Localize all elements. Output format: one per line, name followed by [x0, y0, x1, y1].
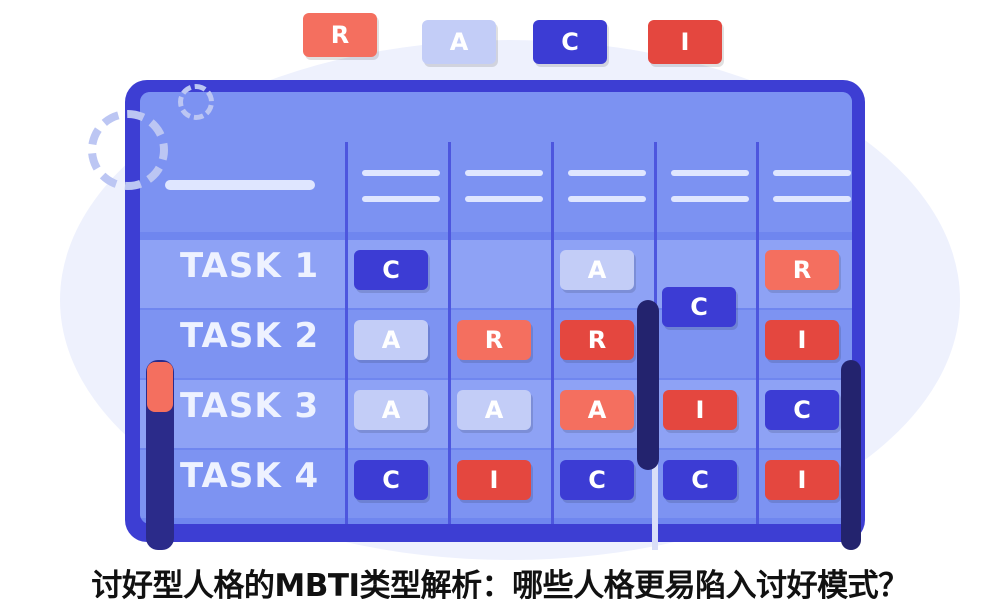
- task-label: TASK 1: [180, 246, 320, 286]
- raci-card: R: [457, 320, 531, 360]
- header-bar: [568, 196, 646, 202]
- raci-card: C: [765, 390, 839, 430]
- column-divider: [756, 142, 759, 524]
- header-bar: [671, 196, 749, 202]
- header-bar: [773, 170, 851, 176]
- header-bar: [362, 196, 440, 202]
- raci-card: R: [560, 320, 634, 360]
- held-card: C: [662, 287, 736, 327]
- top-card-a: A: [422, 20, 496, 64]
- raci-card: I: [765, 320, 839, 360]
- raci-card: I: [765, 460, 839, 500]
- raci-card: I: [663, 390, 737, 430]
- page-title: 讨好型人格的MBTI类型解析：哪些人格更易陷入讨好模式？: [91, 568, 909, 604]
- top-card-c: C: [533, 20, 607, 64]
- header-bar: [362, 170, 440, 176]
- task-label: TASK 3: [180, 386, 320, 426]
- raci-card: A: [354, 390, 428, 430]
- header-bar: [671, 170, 749, 176]
- raci-card: C: [354, 250, 428, 290]
- raci-card: A: [457, 390, 531, 430]
- header-bar: [465, 196, 543, 202]
- header-bar: [165, 180, 315, 190]
- raci-card: C: [354, 460, 428, 500]
- header-bar: [465, 170, 543, 176]
- gear-icon: [88, 110, 168, 190]
- gear-icon: [178, 84, 214, 120]
- header-bar: [568, 170, 646, 176]
- raci-card: A: [354, 320, 428, 360]
- man-holding-card: [841, 360, 861, 550]
- raci-card: A: [560, 390, 634, 430]
- column-divider: [448, 142, 451, 524]
- grid-header: [140, 92, 852, 232]
- task-label: TASK 2: [180, 316, 320, 356]
- man-on-ladder: [637, 300, 659, 470]
- woman-top: [147, 362, 173, 412]
- raci-card: R: [765, 250, 839, 290]
- task-label: TASK 4: [180, 456, 320, 496]
- header-bar: [773, 196, 851, 202]
- raci-card: A: [560, 250, 634, 290]
- column-divider: [551, 142, 554, 524]
- top-card-i: I: [648, 20, 722, 64]
- raci-card: I: [457, 460, 531, 500]
- top-card-r: R: [303, 13, 377, 57]
- raci-card: C: [560, 460, 634, 500]
- column-divider: [345, 142, 348, 524]
- raci-card: C: [663, 460, 737, 500]
